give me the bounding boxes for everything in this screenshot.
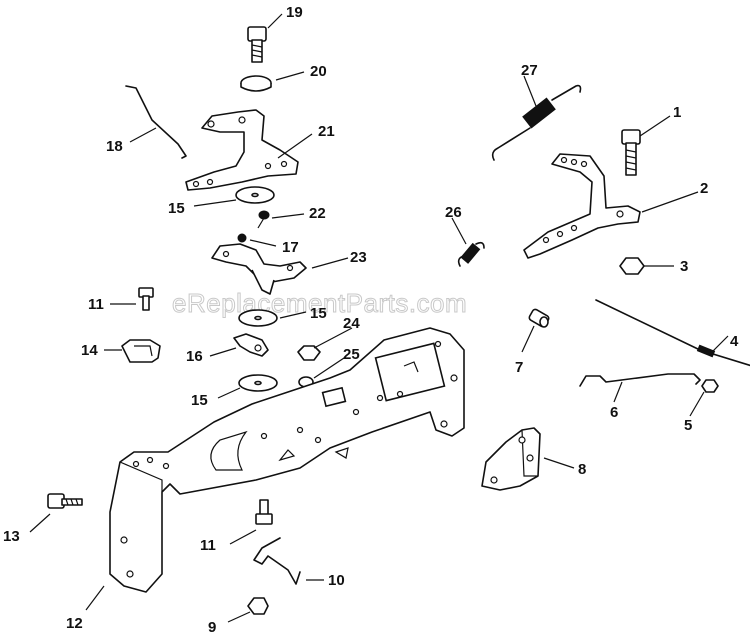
callout-9: 9 xyxy=(208,619,216,636)
callout-13: 13 xyxy=(3,528,20,545)
part-20-washer xyxy=(240,75,272,92)
callout-8: 8 xyxy=(578,461,586,478)
callout-21: 21 xyxy=(318,123,335,140)
part-18-link xyxy=(125,85,187,159)
part-5-nut xyxy=(701,379,719,393)
callout-22: 22 xyxy=(309,205,326,222)
part-1-bolt xyxy=(621,129,641,176)
part-15-washer-top xyxy=(235,186,275,204)
part-15-washer-middle xyxy=(238,309,278,327)
leader-lines xyxy=(29,13,729,623)
callout-16: 16 xyxy=(186,348,203,365)
callout-14: 14 xyxy=(81,342,98,359)
part-6-rod xyxy=(579,373,701,387)
part-21-bracket xyxy=(185,109,299,191)
part-24-nut xyxy=(297,345,321,361)
part-8-plate xyxy=(481,427,541,491)
part-7-fitting xyxy=(528,308,550,328)
callout-2: 2 xyxy=(700,180,708,197)
callout-26: 26 xyxy=(445,204,462,221)
callout-11-lower: 11 xyxy=(200,537,216,554)
callout-20: 20 xyxy=(310,63,327,80)
callout-24: 24 xyxy=(343,315,360,332)
part-10-spring-clip xyxy=(253,537,301,585)
callout-1: 1 xyxy=(673,104,681,121)
callout-6: 6 xyxy=(610,404,618,421)
part-9-nut xyxy=(247,597,269,615)
part-3-nut xyxy=(619,257,645,275)
callout-3: 3 xyxy=(680,258,688,275)
callout-10: 10 xyxy=(328,572,345,589)
part-14-clip xyxy=(121,339,161,363)
callout-23: 23 xyxy=(350,249,367,266)
part-19-bolt xyxy=(247,26,267,63)
part-4-cable xyxy=(595,299,750,367)
part-27-spring xyxy=(491,84,582,161)
part-26-spring xyxy=(457,241,485,267)
callout-4: 4 xyxy=(730,333,739,350)
callout-15-lower: 15 xyxy=(191,392,208,409)
callout-11-upper: 11 xyxy=(88,296,104,313)
callout-19: 19 xyxy=(286,4,303,21)
callout-labels: 1 2 3 4 5 6 7 8 9 10 11 11 12 13 14 15 1… xyxy=(3,4,739,636)
part-2-lever-arm xyxy=(523,153,641,259)
part-22-screw xyxy=(257,210,270,229)
watermark: eReplacementParts.com xyxy=(172,288,467,318)
callout-15-top: 15 xyxy=(168,200,185,217)
part-16-link xyxy=(233,333,269,357)
callout-7: 7 xyxy=(515,359,523,376)
part-17-ball xyxy=(237,233,247,243)
part-13-bolt xyxy=(47,493,83,509)
callout-17: 17 xyxy=(282,239,299,256)
part-15-washer-lower xyxy=(238,374,278,392)
callout-12: 12 xyxy=(66,615,83,632)
callout-25: 25 xyxy=(343,346,360,363)
callout-5: 5 xyxy=(684,417,692,434)
part-23-lever xyxy=(211,243,307,295)
part-11-screw-upper xyxy=(138,287,154,311)
part-12-main-bracket xyxy=(109,327,465,593)
part-11-screw-lower xyxy=(255,499,273,525)
callout-27: 27 xyxy=(521,62,538,79)
callout-18: 18 xyxy=(106,138,123,155)
callout-15-middle: 15 xyxy=(310,305,327,322)
